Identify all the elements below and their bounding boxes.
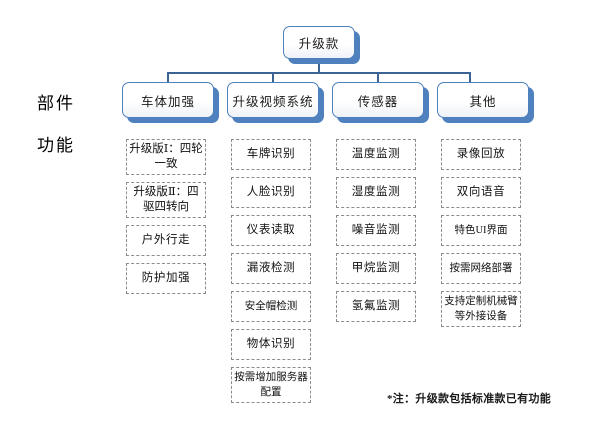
leaf-item[interactable]: 升级版Ⅱ：四驱四转向	[126, 182, 206, 218]
leaf-label: 温度监测	[351, 148, 401, 160]
node-column-0-header[interactable]: 车体加强	[122, 82, 219, 123]
leaf-label: 双向语音	[456, 186, 506, 198]
node-column-1-label: 升级视频系统	[232, 94, 314, 109]
leaf-item[interactable]: 甲烷监测	[336, 253, 416, 284]
leaf-item[interactable]: 户外行走	[126, 225, 206, 256]
node-column-1-header[interactable]: 升级视频系统	[227, 82, 324, 123]
leaf-item[interactable]: 按需增加服务器配置	[231, 367, 311, 403]
row-label-components: 部件	[37, 94, 75, 113]
leaf-column-1: 车牌识别 人脸识别 仪表读取 漏液检测 安全帽检测 物体识别 按需增加服务器配置	[231, 139, 311, 403]
connector-drop-3	[377, 72, 379, 83]
leaf-label: 支持定制机械臂等外接设备	[444, 296, 518, 322]
leaf-item[interactable]: 按需网络部署	[441, 253, 521, 284]
leaf-item[interactable]: 温度监测	[336, 139, 416, 170]
row-label-functions: 功能	[37, 136, 75, 155]
leaf-label: 户外行走	[141, 234, 191, 246]
leaf-label: 按需增加服务器配置	[234, 372, 308, 398]
node-column-3-header[interactable]: 其他	[437, 82, 534, 123]
leaf-item[interactable]: 氢氟监测	[336, 291, 416, 322]
node-column-3-face: 其他	[437, 82, 529, 118]
leaf-item[interactable]: 支持定制机械臂等外接设备	[441, 291, 521, 327]
leaf-label: 升级版Ⅰ：四轮一致	[129, 143, 203, 170]
leaf-column-2: 温度监测 湿度监测 噪音监测 甲烷监测 氢氟监测	[336, 139, 416, 322]
leaf-label: 人脸识别	[246, 186, 296, 198]
leaf-label: 录像回放	[456, 148, 506, 160]
leaf-column-3: 录像回放 双向语音 特色UI界面 按需网络部署 支持定制机械臂等外接设备	[441, 139, 521, 327]
leaf-item[interactable]: 录像回放	[441, 139, 521, 170]
node-root[interactable]: 升级款	[283, 26, 360, 64]
node-column-2-label: 传感器	[357, 94, 399, 109]
node-column-3-label: 其他	[469, 94, 497, 109]
leaf-label: 氢氟监测	[351, 300, 401, 312]
leaf-label: 特色UI界面	[454, 225, 508, 236]
leaf-label: 仪表读取	[246, 224, 296, 236]
leaf-item[interactable]: 噪音监测	[336, 215, 416, 246]
leaf-label: 漏液检测	[246, 262, 296, 274]
leaf-item[interactable]: 双向语音	[441, 177, 521, 208]
leaf-label: 噪音监测	[351, 224, 401, 236]
leaf-column-0: 升级版Ⅰ：四轮一致 升级版Ⅱ：四驱四转向 户外行走 防护加强	[126, 139, 206, 294]
leaf-item[interactable]: 特色UI界面	[441, 215, 521, 246]
leaf-item[interactable]: 升级版Ⅰ：四轮一致	[126, 139, 206, 175]
leaf-item[interactable]: 仪表读取	[231, 215, 311, 246]
leaf-label: 防护加强	[141, 272, 191, 284]
connector-root-stem	[318, 59, 320, 73]
node-root-face: 升级款	[283, 26, 355, 59]
leaf-item[interactable]: 漏液检测	[231, 253, 311, 284]
leaf-item[interactable]: 人脸识别	[231, 177, 311, 208]
leaf-item[interactable]: 物体识别	[231, 329, 311, 360]
leaf-label: 按需网络部署	[449, 263, 513, 274]
connector-horizontal-bus	[167, 72, 470, 74]
leaf-label: 升级版Ⅱ：四驱四转向	[133, 186, 199, 213]
leaf-label: 甲烷监测	[351, 262, 401, 274]
node-root-label: 升级款	[298, 37, 340, 51]
footnote: *注：升级款包括标准款已有功能	[387, 393, 551, 405]
leaf-item[interactable]: 车牌识别	[231, 139, 311, 170]
leaf-label: 安全帽检测	[244, 301, 298, 312]
leaf-item[interactable]: 湿度监测	[336, 177, 416, 208]
leaf-item[interactable]: 防护加强	[126, 263, 206, 294]
leaf-label: 湿度监测	[351, 186, 401, 198]
connector-drop-2	[272, 72, 274, 83]
node-column-2-face: 传感器	[332, 82, 424, 118]
node-column-1-face: 升级视频系统	[227, 82, 319, 118]
leaf-label: 车牌识别	[246, 148, 296, 160]
node-column-0-face: 车体加强	[122, 82, 214, 118]
connector-drop-1	[167, 72, 169, 83]
leaf-item[interactable]: 安全帽检测	[231, 291, 311, 322]
leaf-label: 物体识别	[246, 338, 296, 350]
node-column-2-header[interactable]: 传感器	[332, 82, 429, 123]
connector-drop-4	[469, 72, 471, 83]
node-column-0-label: 车体加强	[140, 94, 195, 109]
